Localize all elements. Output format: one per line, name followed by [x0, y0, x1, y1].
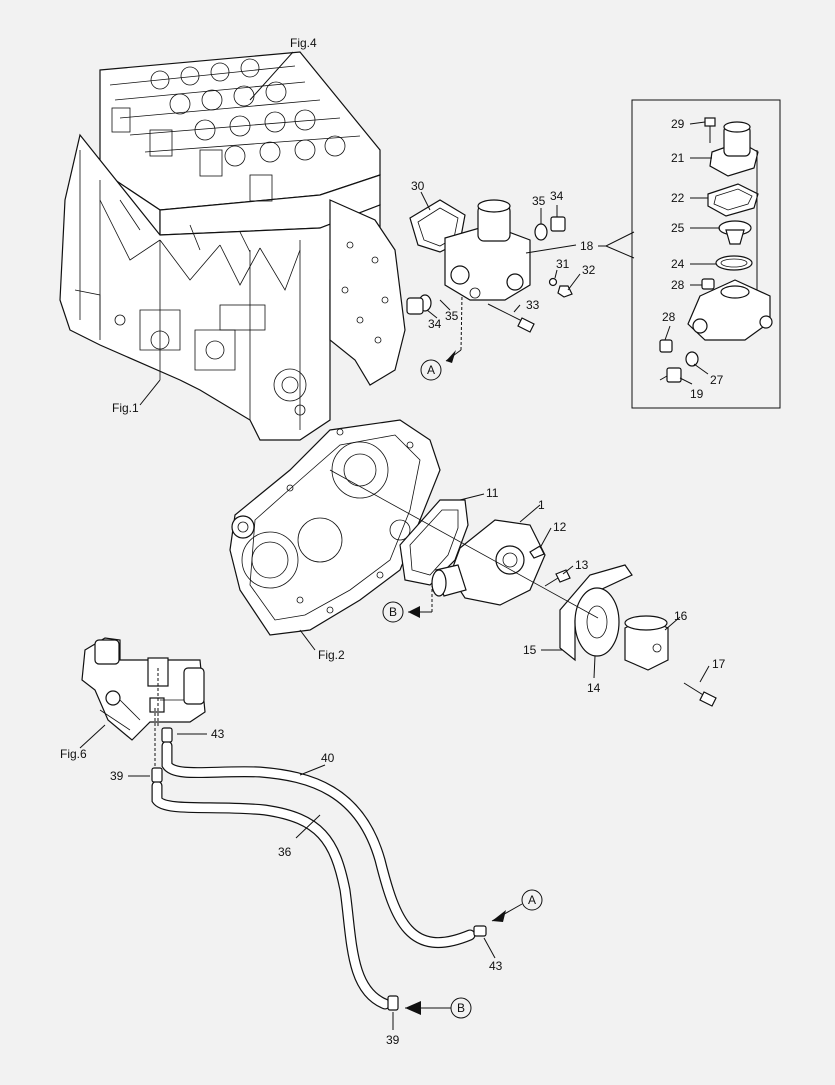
marker-a-upper-letter: A [427, 363, 435, 377]
callout-35-bottom: 35 [445, 309, 459, 323]
fig2-label: Fig.2 [318, 648, 345, 662]
callout-19: 19 [690, 387, 704, 401]
callout-17: 17 [712, 657, 726, 671]
housing-leaders [420, 191, 581, 319]
callout-21: 21 [671, 151, 685, 165]
marker-b-middle [382, 585, 433, 623]
callout-18: 18 [580, 239, 594, 253]
marker-b-bottom [405, 997, 472, 1019]
callout-14: 14 [587, 681, 601, 695]
callout-27: 27 [710, 373, 724, 387]
fig6-component-drawing [81, 637, 206, 741]
hose-36 [151, 780, 391, 1010]
callout-1: 1 [538, 498, 545, 512]
callout-35-top: 35 [532, 194, 546, 208]
callout-13: 13 [575, 558, 589, 572]
callout-28-upper: 28 [671, 278, 685, 292]
callout-16: 16 [674, 609, 688, 623]
thermostat-housing-drawing [406, 199, 573, 333]
fig1-leader [139, 379, 161, 406]
callout-31: 31 [556, 257, 570, 271]
callout-34-top: 34 [550, 189, 564, 203]
marker-a-bottom [491, 889, 543, 922]
item18-bracket [598, 231, 635, 259]
callout-43-lower: 43 [489, 959, 503, 973]
engine-block-drawing [59, 51, 406, 441]
callout-29: 29 [671, 117, 685, 131]
callout-34-bottom: 34 [428, 317, 442, 331]
gear-case-drawing [229, 419, 441, 636]
marker-a-bottom-letter: A [528, 893, 536, 907]
marker-b-middle-letter: B [389, 605, 397, 619]
callout-36: 36 [278, 845, 292, 859]
detail-box [631, 99, 781, 409]
callout-11: 11 [486, 486, 499, 500]
callout-15: 15 [523, 643, 537, 657]
callout-24: 24 [671, 257, 685, 271]
callout-25: 25 [671, 221, 685, 235]
fig4-label: Fig.4 [290, 36, 317, 50]
detail-box-leaders [664, 121, 758, 385]
callout-43-upper: 43 [211, 727, 225, 741]
hose-clamps [151, 668, 487, 1011]
callout-39-lower: 39 [386, 1033, 400, 1047]
callout-32: 32 [582, 263, 596, 277]
fig4-leader [249, 51, 294, 101]
part-callouts: 30 35 34 18 31 32 33 34 35 29 21 22 25 2… [110, 117, 726, 1047]
fig1-label: Fig.1 [112, 401, 139, 415]
marker-b-bottom-letter: B [457, 1001, 465, 1015]
fig2-leader [299, 629, 316, 651]
callout-33: 33 [526, 298, 540, 312]
hose-40 [161, 740, 476, 949]
fig6-label: Fig.6 [60, 747, 87, 761]
callout-28-lower: 28 [662, 310, 676, 324]
water-pump-drawing [329, 469, 717, 707]
marker-letters: A B A B [389, 363, 536, 1015]
fig6-leader [79, 724, 106, 749]
detail-box-drawing [659, 117, 773, 383]
pump-leaders [459, 493, 710, 683]
callout-39-upper: 39 [110, 769, 124, 783]
callout-12: 12 [553, 520, 567, 534]
callout-30: 30 [411, 179, 425, 193]
marker-a-upper [420, 294, 463, 381]
hose-leaders [128, 733, 496, 1030]
callout-22: 22 [671, 191, 685, 205]
callout-40: 40 [321, 751, 335, 765]
figure-labels: Fig.4 Fig.1 Fig.2 Fig.6 [60, 36, 345, 761]
